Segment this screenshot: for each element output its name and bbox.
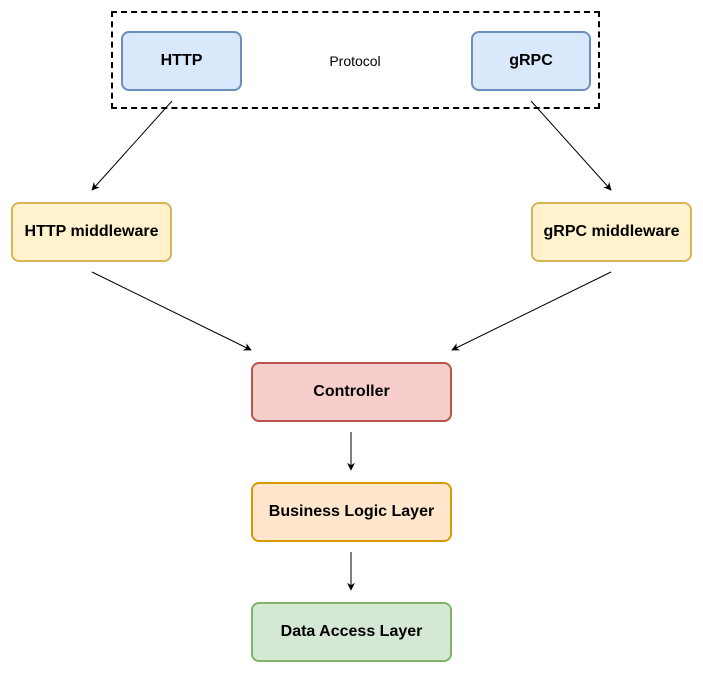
edge-http-to-http-middleware — [91, 100, 173, 191]
controller-node[interactable]: Controller — [251, 362, 452, 422]
business-logic-layer-node[interactable]: Business Logic Layer — [251, 482, 452, 542]
protocol-group-label: Protocol — [329, 53, 381, 69]
http-middleware-node[interactable]: HTTP middleware — [11, 202, 172, 262]
grpc-node[interactable]: gRPC — [471, 31, 591, 91]
protocol-group — [111, 11, 600, 109]
grpc-middleware-node[interactable]: gRPC middleware — [531, 202, 692, 262]
edge-grpc-to-grpc-middleware — [530, 100, 612, 191]
data-access-layer-node[interactable]: Data Access Layer — [251, 602, 452, 662]
edge-grpc-middleware-to-controller — [451, 271, 612, 351]
http-node[interactable]: HTTP — [121, 31, 242, 91]
edge-http-middleware-to-controller — [91, 271, 252, 351]
